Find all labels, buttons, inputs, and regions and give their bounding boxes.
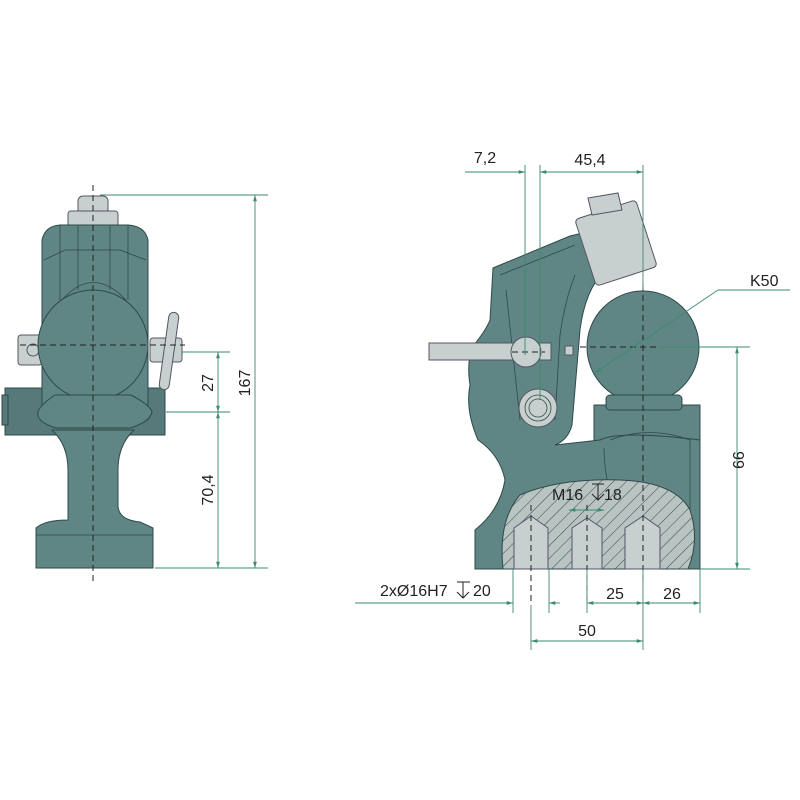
dim-7-2: 7,2: [474, 150, 496, 167]
stem-base: [35, 429, 154, 569]
holes-label: 2xØ16H7: [380, 583, 448, 600]
dim-27: 27: [200, 374, 217, 392]
thread-label: M16: [552, 487, 583, 504]
dim-25: 25: [606, 586, 624, 603]
side-view: [428, 192, 705, 605]
ball-size-label: K50: [750, 273, 779, 290]
depth-symbol-icon: [591, 483, 605, 501]
front-view: [1, 185, 185, 582]
arm-bolt: [587, 192, 623, 216]
thread-depth: 18: [604, 487, 622, 504]
side-dimensions: 7,2 45,4 K50 99 M16 18 2xØ16H7 20 25 26 …: [355, 150, 790, 650]
depth-symbol-icon: [456, 581, 470, 599]
ball-collar: [37, 394, 153, 429]
dim-99: 99: [729, 451, 746, 469]
dim-45-4: 45,4: [574, 152, 605, 169]
pin-hole-right: [624, 515, 661, 570]
dim-26: 26: [663, 586, 681, 603]
pivot-nut: [518, 388, 558, 428]
toggle-handle: [158, 311, 180, 391]
dim-50: 50: [578, 623, 596, 640]
dim-70-4: 70,4: [200, 474, 217, 505]
pin-hole-left: [513, 515, 549, 570]
thread-hole: [571, 517, 603, 570]
front-dimensions: 27 167 70,4: [100, 194, 268, 569]
holes-depth: 20: [473, 583, 491, 600]
dim-167: 167: [237, 370, 254, 397]
